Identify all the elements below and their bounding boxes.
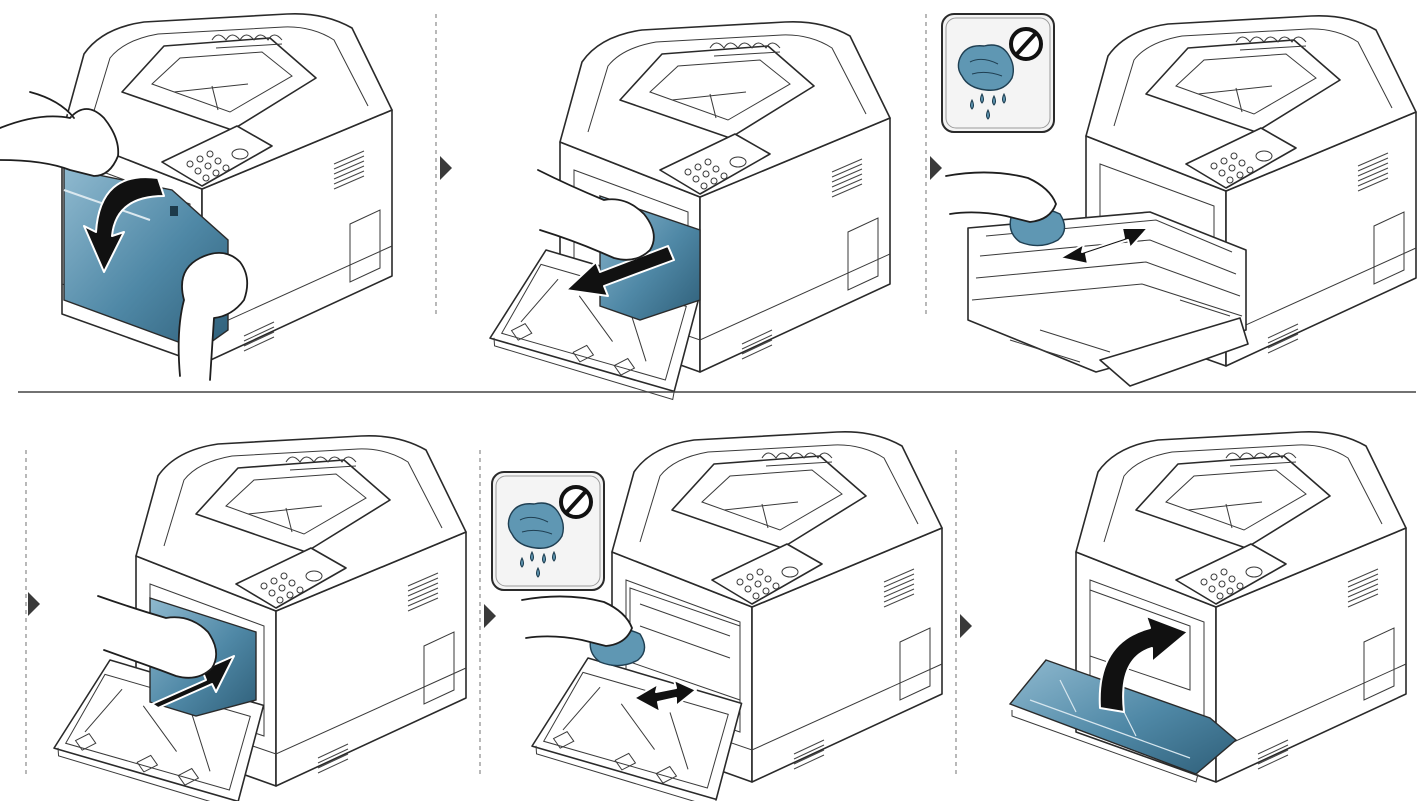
hand-icon [537, 169, 655, 261]
step-arrow-icon [930, 156, 942, 180]
curved-arrow-down-icon [83, 176, 165, 273]
hand-icon [521, 595, 633, 647]
straight-arrow-in-icon [151, 655, 235, 709]
hint-panel [490, 470, 606, 592]
step-arrow-icon [28, 592, 40, 616]
step-5-wipe-inside [490, 430, 943, 801]
step-arrow-icon [484, 604, 496, 628]
hand-icon [97, 595, 218, 679]
step-arrow-icon [960, 614, 972, 638]
step-3-wipe [940, 12, 1417, 387]
curved-arrow-up-icon [1098, 615, 1189, 713]
step-1-open-cover [0, 12, 393, 381]
step-2-pull-out [483, 20, 891, 413]
step-4-push-in [47, 434, 467, 801]
hand-icon [177, 252, 249, 381]
double-arrow-icon [633, 679, 697, 713]
hint-panel [940, 12, 1056, 134]
double-arrow-icon [1059, 227, 1149, 265]
straight-arrow-out-icon [565, 245, 675, 297]
hand-icon [0, 108, 120, 177]
step-6-close-cover [1008, 430, 1407, 783]
step-arrow-icon [440, 156, 452, 180]
hand-icon [945, 171, 1057, 223]
